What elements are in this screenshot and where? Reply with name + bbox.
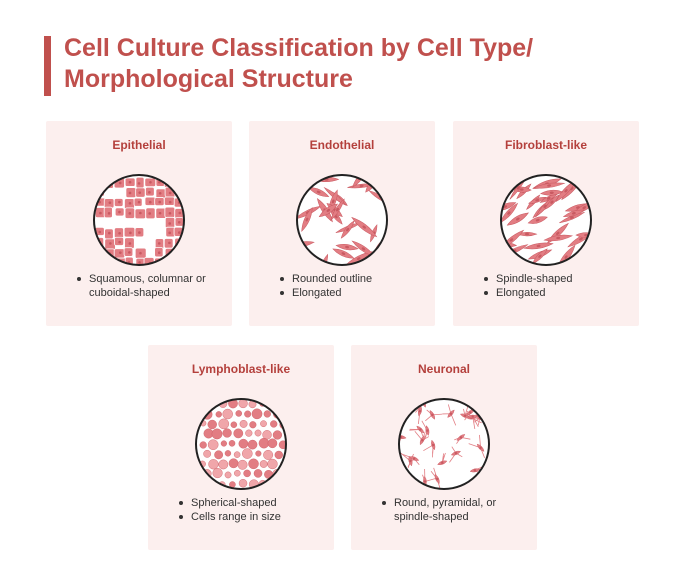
bullet-list: Round, pyramidal, or spindle-shaped (381, 496, 531, 524)
card-title: Epithelial (112, 138, 166, 152)
fibroblast-cells-icon (499, 173, 593, 267)
card-fibroblast: Fibroblast-like Spindle-shaped Elongated (453, 121, 639, 326)
page-title: Cell Culture Classification by Cell Type… (64, 34, 534, 93)
epithelial-cells-icon (92, 173, 186, 267)
bullet-item: Rounded outline (279, 272, 429, 286)
card-title: Lymphoblast-like (191, 362, 291, 376)
bullet-item: Cells range in size (178, 510, 328, 524)
lymphoblast-cells-icon (194, 397, 288, 491)
endothelial-cells-icon (295, 173, 389, 267)
bullet-item: Round, pyramidal, or spindle-shaped (381, 496, 531, 524)
title-accent-bar (44, 36, 51, 96)
card-lymphoblast: Lymphoblast-like Spherical-shaped Cells … (148, 345, 334, 550)
bullet-item: Spherical-shaped (178, 496, 328, 510)
bullet-list: Spherical-shaped Cells range in size (178, 496, 328, 524)
bullet-item: Spindle-shaped (483, 272, 633, 286)
card-title: Endothelial (309, 138, 375, 152)
card-neuronal: Neuronal Round, pyramidal, or spindle-sh… (351, 345, 537, 550)
card-epithelial: Epithelial Squamous, columnar or cuboida… (46, 121, 232, 326)
bullet-list: Spindle-shaped Elongated (483, 272, 633, 300)
bullet-item: Elongated (279, 286, 429, 300)
bullet-list: Squamous, columnar or cuboidal-shaped (76, 272, 226, 300)
card-title: Neuronal (417, 362, 470, 376)
card-endothelial: Endothelial Rounded outline Elongated (249, 121, 435, 326)
neuronal-cells-icon (397, 397, 491, 491)
bullet-list: Rounded outline Elongated (279, 272, 429, 300)
bullet-item: Squamous, columnar or cuboidal-shaped (76, 272, 226, 300)
bullet-item: Elongated (483, 286, 633, 300)
card-title: Fibroblast-like (504, 138, 587, 152)
